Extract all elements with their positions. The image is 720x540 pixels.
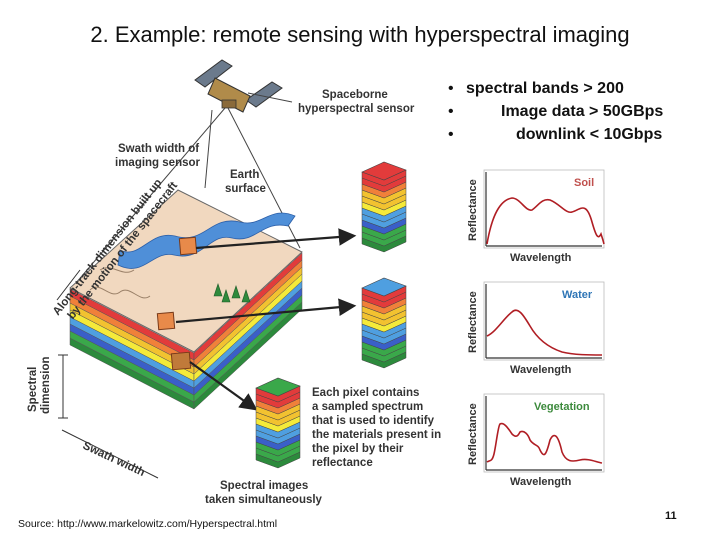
- pixel-arrows: [175, 228, 357, 411]
- plot-title: Soil: [574, 177, 594, 189]
- satellite-icon: [194, 59, 283, 113]
- spectral-dimension-label: Spectraldimension: [27, 356, 52, 414]
- reflectance-curve: [486, 309, 603, 356]
- bullet-dot-icon: •: [448, 103, 454, 120]
- plot-ylabel: Reflectance: [467, 403, 479, 465]
- source-citation: Source: http://www.markelowitz.com/Hyper…: [18, 518, 278, 530]
- swath-width-label: Swath width: [81, 440, 147, 479]
- plot-title: Water: [562, 289, 593, 301]
- plot-xlabel: Wavelength: [510, 364, 572, 376]
- plot-ylabel: Reflectance: [467, 179, 479, 241]
- plot-water: Water Wavelength Reflectance: [467, 281, 605, 376]
- dimension-markers: [56, 269, 159, 479]
- plot-ylabel: Reflectance: [467, 291, 479, 353]
- plot-vegetation: Vegetation Wavelength Reflectance: [467, 393, 605, 488]
- bullet-dot-icon: •: [448, 126, 454, 143]
- plot-soil: Soil Wavelength Reflectance: [467, 169, 605, 264]
- stack-top: [255, 377, 301, 397]
- plot-title: Vegetation: [534, 401, 590, 413]
- reflectance-curve: [486, 197, 605, 245]
- plot-xlabel: Wavelength: [510, 476, 572, 488]
- band-layer: [193, 252, 303, 361]
- pixel-note-label: Each pixel contains a sampled spectrum t…: [312, 387, 444, 469]
- stack-top: [361, 161, 407, 181]
- bullet-dot-icon: •: [448, 80, 454, 97]
- page-number: 11: [665, 510, 677, 522]
- stack-top: [361, 277, 407, 297]
- spectral-cube-layers: [69, 252, 303, 410]
- bullet-text: Image data > 50GBps: [501, 103, 664, 120]
- earth-surface: [69, 189, 303, 371]
- plot-xlabel: Wavelength: [510, 252, 572, 264]
- slide-title: 2. Example: remote sensing with hyperspe…: [90, 22, 630, 47]
- reflectance-curve: [486, 422, 603, 464]
- pixel-stack: [361, 161, 407, 253]
- pixel-stack: [255, 377, 301, 469]
- spectral-pixel-stacks: [255, 161, 407, 469]
- pixel-stack: [361, 277, 407, 369]
- bullet-text: spectral bands > 200: [466, 80, 624, 97]
- bullet-text: downlink < 10Gbps: [516, 126, 663, 143]
